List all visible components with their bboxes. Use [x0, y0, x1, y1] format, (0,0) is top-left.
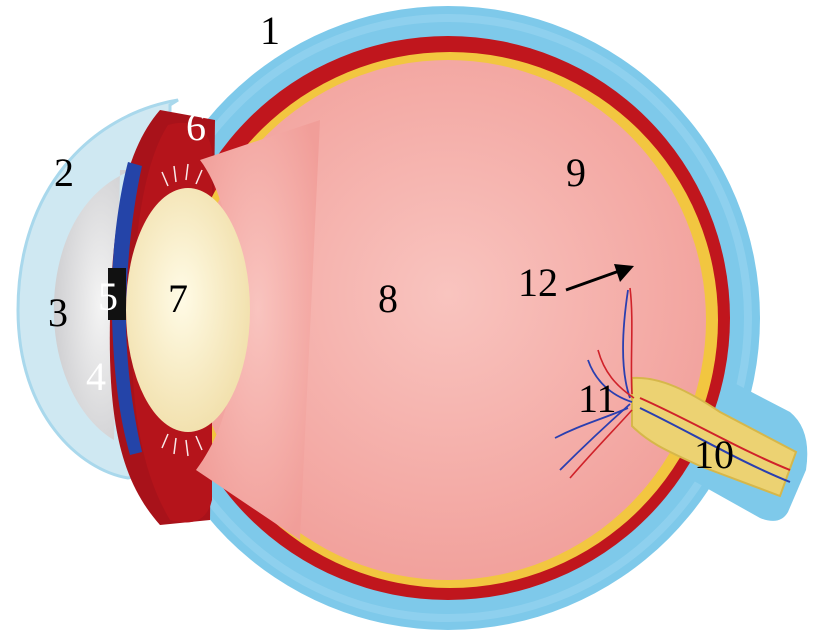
label-9: 9	[566, 150, 586, 195]
label-4: 4	[86, 354, 106, 399]
label-8: 8	[378, 276, 398, 321]
label-7: 7	[168, 276, 188, 321]
label-6: 6	[186, 104, 206, 149]
label-1: 1	[260, 8, 280, 53]
label-3: 3	[48, 290, 68, 335]
label-10: 10	[694, 432, 734, 477]
label-12: 12	[518, 260, 558, 305]
label-11: 11	[578, 376, 617, 421]
lens	[126, 188, 250, 432]
label-5: 5	[98, 274, 118, 319]
label-2: 2	[54, 150, 74, 195]
